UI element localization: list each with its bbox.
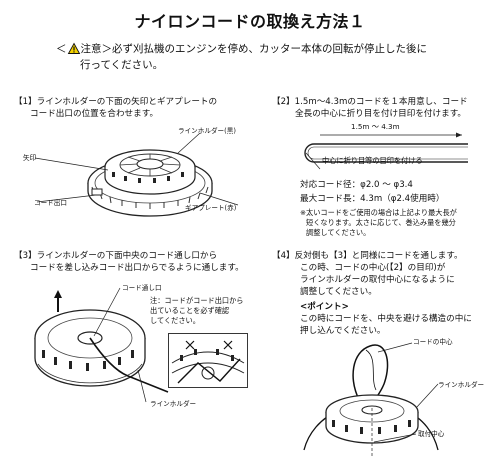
warning-open-bracket: ＜ [56,43,67,55]
label-cord-exit: コード出口 [34,199,67,207]
line-holder-illustration-3 [34,287,169,403]
step2-note3: 調整してください。 [306,228,371,237]
label-line-holder-3: ラインホルダー [150,400,197,408]
step4-line1: 【4】反対側も【3】と同様にコードを通します。 [272,251,463,261]
label-cord-center: コードの中心 [413,338,453,346]
line-holder-illustration-1 [34,132,239,217]
point-line1: この時にコードを、中央を避ける構造の中に [300,314,472,324]
point-title: <ポイント> [300,302,349,312]
label-gear-plate-red: ギアプレート(赤) [185,204,237,212]
step4-line2: この時、コードの中心(【2】の目印)が [300,263,446,273]
warning-close-bracket: ＞ [101,43,113,55]
step2-line2: 全長の中心に折り目を付け目印を付けます。 [295,109,467,119]
point-line2: 押し込んでください。 [300,326,386,336]
step1-line2: コード出口の位置を合わせます。 [30,109,159,119]
label-line-holder-black: ラインホルダー(黒) [178,127,236,135]
step2-note1: ※太いコードをご使用の場合は上記より最大長が [300,208,457,217]
step3-note1: 注：コードがコード出口から [150,296,244,305]
warning-label: 注意 [80,43,102,55]
step3-line2: コードを差し込みコード出口からでるように通します。 [30,263,244,273]
warning-text: 必ず刈払機のエンジンを停め、カッター本体の回転が停止した後に [112,43,427,55]
label-arrow: 矢印 [23,154,37,162]
step1-line1: 【1】ラインホルダーの下面の矢印とギアプレートの [14,97,218,107]
spec-cord-diameter: 対応コード径：φ2.0 〜 φ3.4 [300,180,413,190]
warning-text-2: 行ってください。 [80,59,164,71]
fold-mark-label: 中心に折り目等の目印を付ける [322,156,423,165]
label-cord-hole: コード通し口 [122,284,162,292]
step4-line4: 調整してください。 [300,287,377,297]
warning-icon [67,42,80,54]
step2-line1: 【2】1.5m〜4.3mのコードを１本用意し、コード [272,97,468,107]
label-mount-center: 取付中心 [418,430,445,438]
step3-note2: 出ていることを必ず確認 [150,306,230,315]
step3-line1: 【3】ラインホルダーの下面中央のコード通し口から [14,251,218,261]
step4-line3: ラインホルダーの取付中心になるように [300,275,455,285]
page-title: ナイロンコードの取換え方法１ [134,12,366,31]
cord-diagram [304,132,468,170]
spec-cord-length: 最大コード長：4.3m（φ2.4使用時） [300,194,445,204]
label-line-holder-4: ラインホルダー [438,381,485,389]
cord-exit-detail-inset [168,333,248,388]
line-holder-illustration-4 [303,342,439,456]
step2-note2: 短くなります。太さに応じて、巻込み量を幾分 [306,218,456,227]
step3-note3: してください。 [150,316,200,325]
cord-length-label: 1.5m 〜 4.3m [351,122,400,131]
warning-line: ＜ 注意＞必ず刈払機のエンジンを停め、カッター本体の回転が停止した後に [56,42,427,56]
